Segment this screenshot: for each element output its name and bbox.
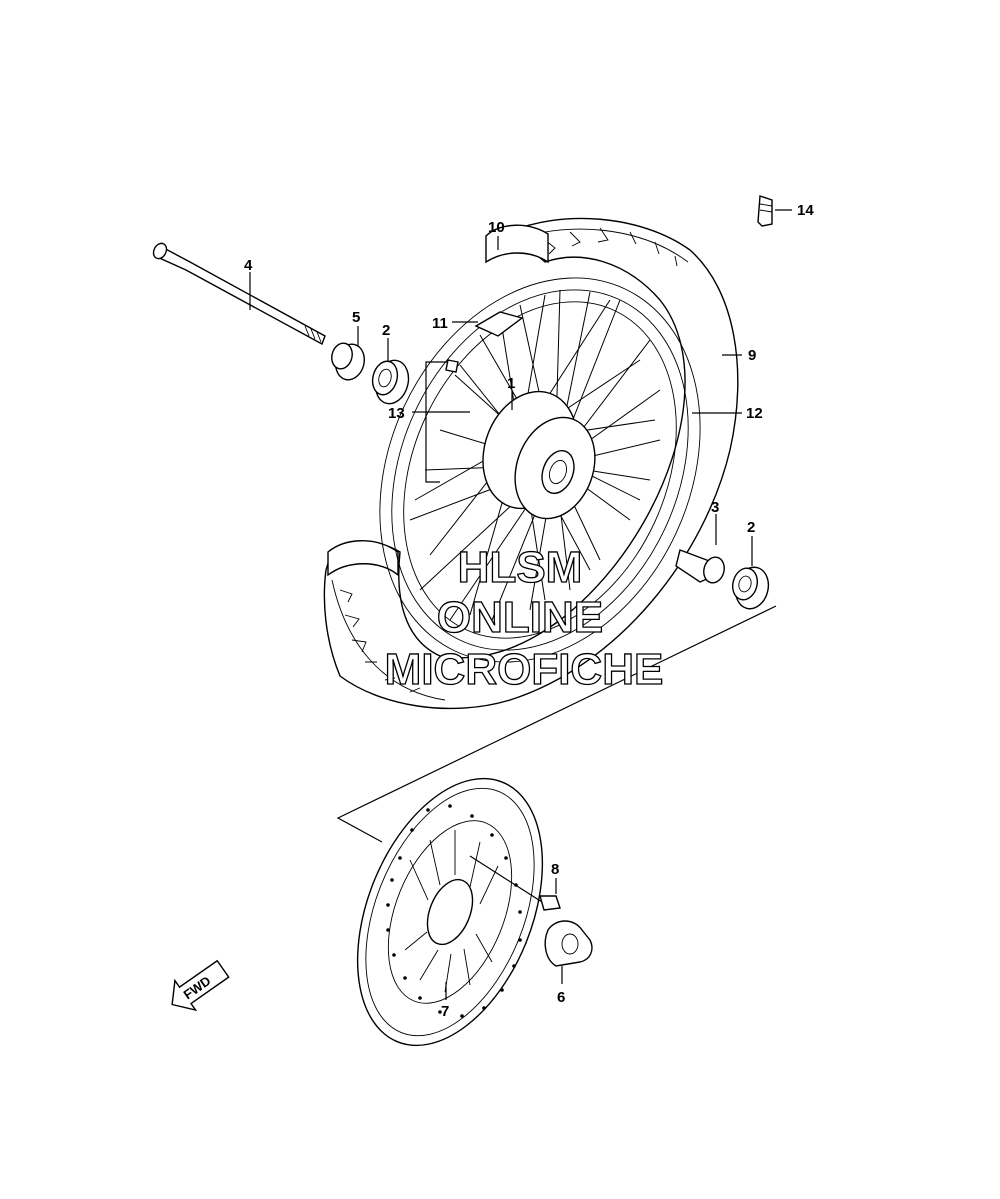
watermark-line-2: ONLINE <box>437 593 603 642</box>
disc-bolt <box>469 855 561 911</box>
callout-11: 11 <box>432 315 448 332</box>
callout-7: 7 <box>441 1003 449 1020</box>
separator-line <box>336 605 777 843</box>
bearing-right <box>731 566 770 610</box>
callout-1: 1 <box>507 375 515 392</box>
watermark: HLSM ONLINE MICROFICHE <box>384 542 664 694</box>
callout-8: 8 <box>551 861 559 878</box>
wheel-assembly <box>323 217 739 710</box>
callout-5: 5 <box>352 309 360 326</box>
leader-lines <box>249 209 792 1000</box>
watermark-line-1: HLSM <box>458 543 583 592</box>
hub <box>482 390 596 520</box>
axle <box>152 242 326 345</box>
watermark-line-3: MICROFICHE <box>385 645 664 694</box>
fwd-arrow-icon: FWD <box>171 959 230 1012</box>
callout-labels: 1 2 2 3 4 5 6 7 8 9 10 11 12 13 14 <box>244 202 814 1020</box>
spacer <box>675 549 725 584</box>
callout-6: 6 <box>557 989 565 1006</box>
callout-2a: 2 <box>382 322 390 339</box>
spokes <box>409 289 661 626</box>
collar <box>331 342 366 381</box>
callout-2b: 2 <box>747 519 755 536</box>
spoke-nipple <box>445 359 459 373</box>
callout-10: 10 <box>488 219 505 236</box>
bearing-upper <box>371 359 410 405</box>
callout-4: 4 <box>244 257 253 274</box>
callout-3: 3 <box>711 499 719 516</box>
speedo-gear <box>544 920 593 967</box>
callout-9: 9 <box>748 347 756 364</box>
callout-13: 13 <box>388 405 405 422</box>
callout-14: 14 <box>797 202 814 219</box>
callout-12: 12 <box>746 405 763 422</box>
rim-band <box>474 311 524 337</box>
valve-cap <box>757 195 773 227</box>
brake-disc <box>356 777 544 1047</box>
